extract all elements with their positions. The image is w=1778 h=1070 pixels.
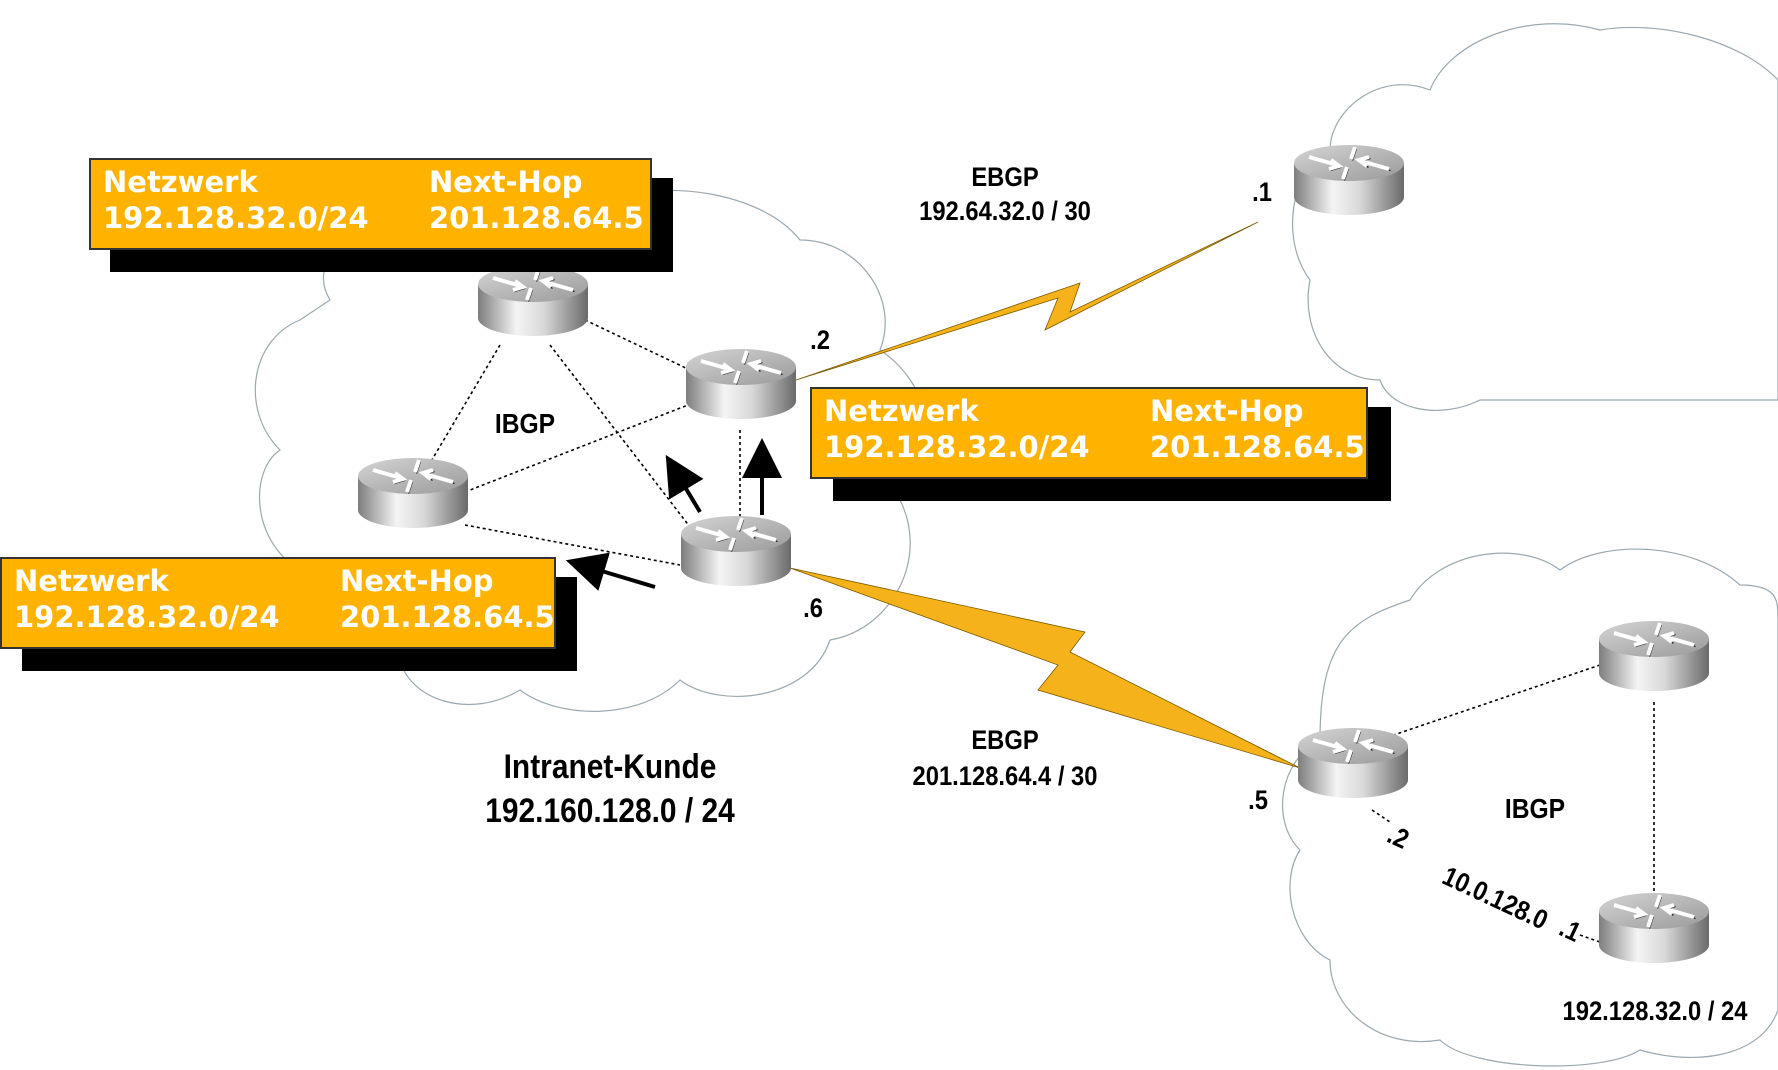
header-nexthop: Next-Hop (1150, 394, 1304, 428)
route-table-box: Netzwerk 192.128.32.0/24 Next-Hop 201.12… (810, 387, 1368, 479)
link-remote-edge-top (1369, 664, 1601, 744)
ebgp-link-top (795, 221, 1259, 381)
route-table-box: Netzwerk 192.128.32.0/24 Next-Hop 201.12… (89, 158, 652, 250)
remote-cloud (1281, 548, 1778, 1067)
link-top-center (549, 344, 701, 541)
value-nexthop: 201.128.64.5 (340, 600, 555, 634)
router-icon (686, 349, 796, 419)
value-nexthop: 201.128.64.5 (429, 201, 644, 235)
ebgp-top-subnet: 192.64.32.0 / 30 (919, 196, 1091, 226)
link-left-center (464, 524, 681, 566)
ibgp-label-customer: IBGP (494, 408, 556, 439)
iface-label-r2: .2 (810, 325, 830, 355)
value-network: 192.128.32.0/24 (103, 201, 369, 235)
router-icon (1294, 145, 1404, 215)
header-nexthop: Next-Hop (429, 165, 583, 199)
router-icon (1298, 728, 1408, 798)
link-top-left (419, 344, 501, 481)
header-nexthop: Next-Hop (340, 564, 494, 598)
advertisement-arrows (565, 438, 782, 591)
remote-subnet-label: 192.128.32.0 / 24 (1562, 996, 1748, 1026)
customer-label: Intranet-Kunde 192.160.128.0 / 24 (460, 745, 759, 833)
arrow-to-top-router (665, 454, 704, 514)
router-icon (478, 266, 588, 336)
arrow-to-left-router (565, 552, 656, 591)
ebgp-top-title: EBGP (971, 162, 1039, 192)
link-left-right (464, 404, 689, 493)
header-network: Netzwerk (824, 394, 979, 428)
iface-label-r1: .1 (1252, 177, 1272, 207)
link-remote-edge-bottom-a (1371, 809, 1391, 823)
header-network: Netzwerk (103, 165, 258, 199)
iface-label-r6: .6 (803, 593, 823, 623)
value-network: 192.128.32.0/24 (824, 430, 1090, 464)
link-top-right (584, 319, 691, 371)
customer-ibgp-links (419, 319, 741, 566)
ebgp-bottom-title: EBGP (971, 725, 1039, 755)
ebgp-bottom-subnet: 201.128.64.4 / 30 (912, 761, 1098, 791)
value-nexthop: 201.128.64.5 (1150, 430, 1365, 464)
ebgp-top-label: EBGP 192.64.32.0 / 30 (895, 160, 1115, 228)
ebgp-bottom-label: EBGP 201.128.64.4 / 30 (886, 722, 1124, 794)
router-icon (358, 458, 468, 528)
remote-ibgp-links (1369, 664, 1655, 943)
router-icon (1599, 621, 1709, 691)
customer-name: Intranet-Kunde (503, 748, 717, 786)
customer-subnet: 192.160.128.0 / 24 (485, 792, 735, 830)
value-network: 192.128.32.0/24 (14, 600, 280, 634)
route-table-box: Netzwerk 192.128.32.0/24 Next-Hop 201.12… (0, 557, 556, 649)
header-network: Netzwerk (14, 564, 169, 598)
router-icon (681, 516, 791, 586)
isp-cloud (1291, 23, 1778, 411)
iface-label-r5: .5 (1248, 785, 1268, 815)
router-icon (1599, 893, 1709, 963)
ibgp-label-remote: IBGP (1504, 793, 1566, 824)
